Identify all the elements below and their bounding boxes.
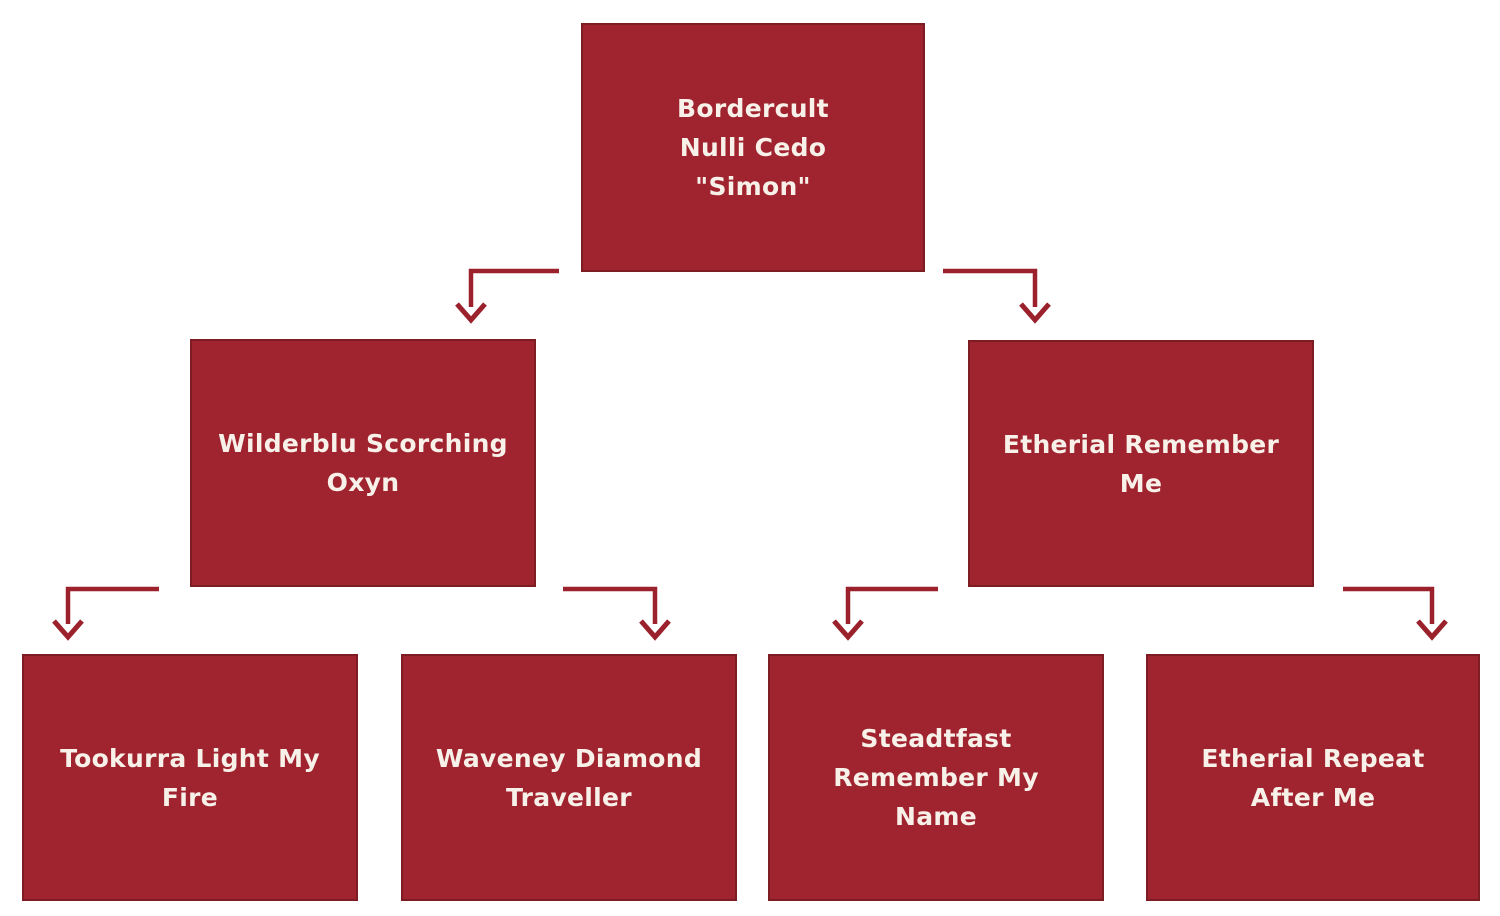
node-bordercult-nulli-cedo-simon[interactable]: Bordercult Nulli Cedo "Simon": [581, 23, 925, 272]
node-tookurra-light-my-fire[interactable]: Tookurra Light My Fire: [22, 654, 358, 901]
node-etherial-repeat-after-me[interactable]: Etherial Repeat After Me: [1146, 654, 1480, 901]
node-name-line: Me: [1119, 468, 1163, 498]
node-name-line: Oxyn: [326, 468, 400, 497]
node-name-line: Wilderblu Scorching: [218, 429, 508, 458]
node-wilderblu-scorching-oxyn[interactable]: Wilderblu Scorching Oxyn: [190, 339, 536, 587]
node-name-line: Etherial Remember: [1002, 429, 1280, 459]
node-name-line: Etherial Repeat: [1201, 743, 1425, 773]
node-name-line: Nulli Cedo: [679, 133, 827, 162]
node-name-line: After Me: [1250, 782, 1376, 812]
connector-wilderblu-to-tookurra: [52, 586, 159, 641]
node-name-line: Traveller: [506, 782, 632, 812]
connector-wilderblu-to-waveney: [563, 586, 671, 641]
node-etherial-remember-me[interactable]: Etherial Remember Me: [968, 340, 1314, 587]
node-name-line: Remember My: [833, 763, 1039, 792]
node-name-line: "Simon": [695, 172, 811, 201]
connector-root-to-etherial-remember-me: [943, 268, 1051, 324]
node-name-line: Fire: [161, 782, 219, 812]
node-name-line: Waveney Diamond: [435, 743, 703, 773]
node-name-line: Tookurra Light My: [60, 743, 320, 773]
connector-etherial-remember-me-to-etherial-repeat: [1343, 586, 1448, 641]
connector-etherial-remember-me-to-steadtfast: [832, 586, 938, 641]
node-name-line: Bordercult: [677, 94, 829, 123]
node-waveney-diamond-traveller[interactable]: Waveney Diamond Traveller: [401, 654, 737, 901]
node-name-line: Name: [895, 802, 977, 831]
node-steadtfast-remember-my-name[interactable]: Steadtfast Remember My Name: [768, 654, 1104, 901]
connector-root-to-wilderblu: [455, 268, 559, 324]
node-name-line: Steadtfast: [860, 724, 1012, 753]
